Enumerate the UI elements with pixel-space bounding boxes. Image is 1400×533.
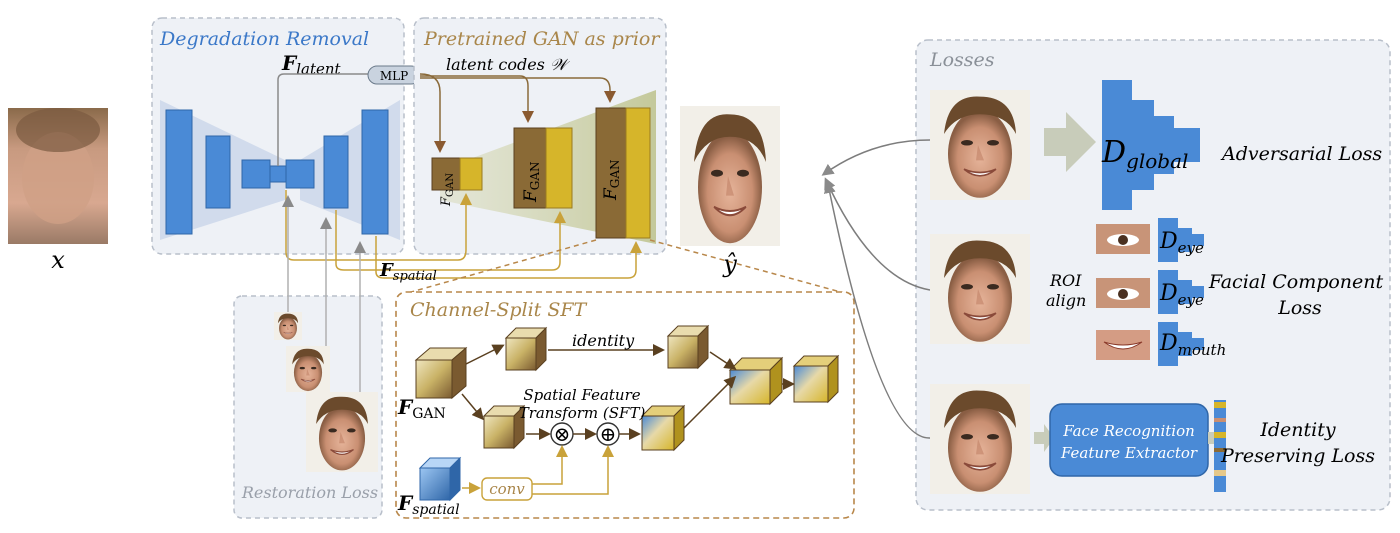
adversarial-face xyxy=(929,89,1031,201)
identity-face xyxy=(929,383,1031,495)
mlp-to-gan-arrow-1 xyxy=(419,73,446,153)
roi-label-line2: align xyxy=(1046,291,1086,310)
add-symbol: ⊕ xyxy=(600,422,617,446)
output-to-adv-arrow xyxy=(821,139,931,176)
gan-feature-block-large xyxy=(595,107,651,239)
latent-to-mlp-arrow xyxy=(277,73,368,166)
output-to-component-arrow xyxy=(824,177,931,291)
f-spatial-input-cube xyxy=(418,456,462,502)
sft-zoom-line-left xyxy=(403,239,597,295)
d-mouth-label: Dmouth xyxy=(1159,331,1226,359)
f-spatial-label: Fspatial xyxy=(379,260,437,284)
identity-to-concat-arrow xyxy=(709,351,737,370)
restoration-face-small xyxy=(273,311,303,341)
pretrained-gan-title: Pretrained GAN as prior xyxy=(423,28,661,50)
component-face xyxy=(929,233,1031,345)
sft-to-concat-arrow xyxy=(683,375,737,429)
gan-feature-block-medium xyxy=(513,127,573,209)
sft-result-cube xyxy=(792,354,840,404)
identity-loss-line1: Identity xyxy=(1259,419,1335,441)
f-gan-small-label: FGAN xyxy=(439,173,456,207)
d-eye-label-1: Deye xyxy=(1159,229,1204,257)
eye-crop-2 xyxy=(1096,278,1150,308)
d-eye-label-2: Deye xyxy=(1159,281,1204,309)
input-degraded-image xyxy=(8,108,108,244)
adversarial-loss-label: Adversarial Loss xyxy=(1220,143,1382,165)
output-to-identity-arrow xyxy=(823,181,931,439)
d-global-discriminator xyxy=(1102,80,1200,210)
identity-loss-line2: Preserving Loss xyxy=(1220,445,1375,467)
input-x-label: x xyxy=(51,246,65,274)
sft-label-line2: Transform (SFT) xyxy=(519,404,646,422)
conv-label: conv xyxy=(489,480,525,498)
sft-zoom-line-right xyxy=(649,239,849,295)
f-gan-input-cube xyxy=(414,346,468,400)
f-gan-medium-label: FGAN xyxy=(521,161,542,203)
f-gan-sft-label: FGAN xyxy=(397,395,446,422)
sft-split-cube xyxy=(482,404,526,450)
conv-box xyxy=(481,477,533,501)
facial-component-loss-line1: Facial Component xyxy=(1208,271,1384,293)
latent-codes-label: latent codes 𝒲 xyxy=(446,55,571,74)
d-eye-discriminator-1 xyxy=(1158,218,1204,262)
adversarial-arrow xyxy=(1044,112,1096,172)
f-spatial-line-2 xyxy=(335,210,566,271)
restoration-face-medium xyxy=(285,345,331,393)
face-recognition-line2: Feature Extractor xyxy=(1060,444,1198,462)
identity-label: identity xyxy=(572,331,635,350)
channel-split-sft-title: Channel-Split SFT xyxy=(410,299,588,321)
sft-arrow-split-up xyxy=(465,344,505,365)
losses-title: Losses xyxy=(929,49,995,71)
degradation-removal-title: Degradation Removal xyxy=(159,28,369,50)
output-restored-image xyxy=(678,104,782,248)
identity-input-arrow xyxy=(1034,424,1054,452)
output-y-label: ŷ xyxy=(722,250,737,278)
identity-split-cube xyxy=(504,326,548,372)
concat-cube xyxy=(728,356,784,406)
d-eye-discriminator-2 xyxy=(1158,270,1204,314)
conv-to-add-arrow xyxy=(532,445,614,495)
multiply-symbol: ⊗ xyxy=(554,422,571,446)
restoration-face-large xyxy=(305,391,379,473)
eye-crop-1 xyxy=(1096,224,1150,254)
conv-to-multiply-arrow xyxy=(532,445,568,485)
f-gan-large-label: FGAN xyxy=(601,159,622,201)
gan-feature-block-small xyxy=(431,157,483,191)
facial-component-loss-line2: Loss xyxy=(1277,297,1322,319)
sft-output-cube xyxy=(640,404,686,452)
restoration-loss-label: Restoration Loss xyxy=(241,483,378,502)
d-mouth-discriminator xyxy=(1158,322,1204,366)
f-spatial-sft-label: Fspatial xyxy=(397,491,460,518)
mlp-label: MLP xyxy=(380,69,408,83)
face-recognition-box xyxy=(1049,403,1209,477)
unet-encoder-decoder xyxy=(160,100,400,240)
sft-arrow-split-down xyxy=(461,393,484,421)
identity-output-cube xyxy=(666,324,710,370)
losses-panel xyxy=(915,39,1391,511)
mlp-to-gan-arrow-3 xyxy=(420,77,616,103)
face-recognition-line1: Face Recognition xyxy=(1062,422,1195,440)
d-global-label: Dglobal xyxy=(1101,135,1188,173)
f-spatial-line-3 xyxy=(375,236,642,279)
roi-label-line1: ROI xyxy=(1049,271,1082,290)
sft-label-line1: Spatial Feature xyxy=(523,386,640,404)
mouth-crop xyxy=(1096,330,1150,360)
identity-feature-vector xyxy=(1214,400,1226,492)
